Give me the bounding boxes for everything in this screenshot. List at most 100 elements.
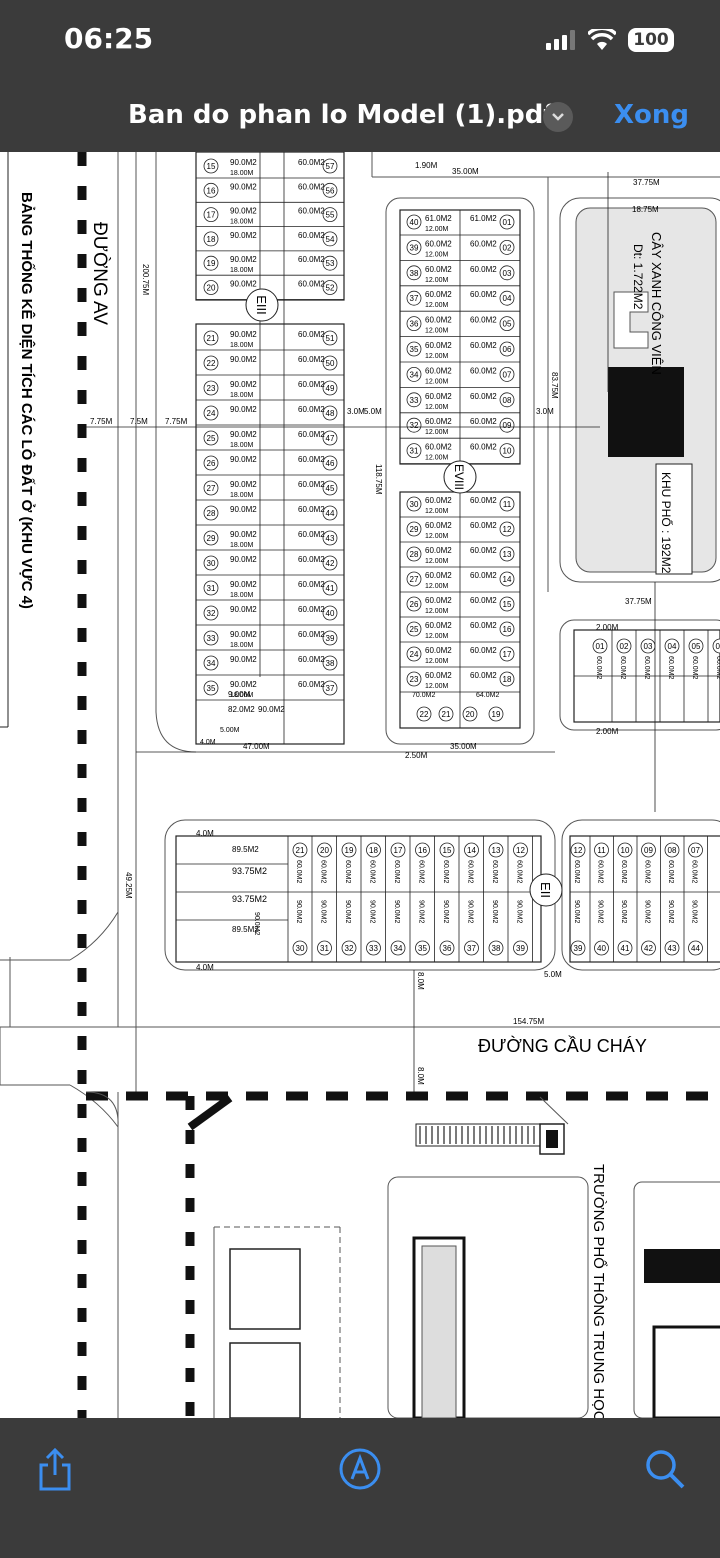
lot-area-eiii-right: 60.0M2 [298, 555, 325, 564]
lot-area-eviii-right: 60.0M2 [470, 671, 497, 680]
dim-775-right: 7.75M [165, 417, 188, 426]
school-label: TRƯỜNG PHỔ THÔNG TRUNG HỌC [590, 1164, 608, 1418]
lot-area-eii-right-bottom: 90.0M2 [644, 900, 651, 923]
dim-1875: 18.75M [632, 205, 659, 214]
lot-width-eviii: 12.00M [425, 353, 449, 360]
lot-area-right-block: 60.0M2 [667, 656, 674, 679]
dim-200-b: 2.00M [596, 727, 619, 736]
lot-number-eviii-left: 33 [410, 396, 419, 405]
lot-area-eii-bottom: 90.0M2 [467, 900, 474, 923]
lot-width-eviii: 12.00M [425, 378, 449, 385]
lot-number-right-block: 02 [620, 642, 629, 651]
dim-190: 1.90M [415, 161, 438, 170]
lot-number-right-block: 06 [716, 642, 720, 651]
lot-width-eviii: 12.00M [425, 455, 449, 462]
dim-3500-bottom: 35.00M [450, 742, 477, 751]
lot-number-eviii-left: 29 [410, 525, 419, 534]
lot-area-eii-top: 60.0M2 [320, 860, 327, 883]
lot-width-eviii: 12.00M [425, 633, 449, 640]
lot-area-eii-bottom: 90.0M2 [442, 900, 449, 923]
lot-number-eiii: 29 [207, 534, 216, 543]
lot-number-eiii-right: 50 [326, 359, 335, 368]
lot-number-eii-top: 13 [492, 846, 501, 855]
corner-area-3: 93.75M2 [232, 894, 267, 904]
lot-number-eviii-left: 37 [410, 294, 419, 303]
lot-area-eiii-right: 60.0M2 [298, 680, 325, 689]
lot-number-eviii-right: 15 [503, 600, 512, 609]
lot-number-eii-top: 16 [418, 846, 427, 855]
lot-number-eviii-left: 26 [410, 600, 419, 609]
status-time: 06:25 [64, 22, 154, 55]
lot-area-eiii-right: 60.0M2 [298, 207, 325, 216]
lot-number-eii-right-top: 08 [668, 846, 677, 855]
lot-area-eviii-bottom2: 64.0M2 [476, 692, 499, 699]
lot-number-eiii-right: 57 [326, 162, 335, 171]
lot-number-eiii-right: 44 [326, 509, 335, 518]
markup-button[interactable] [335, 1444, 385, 1494]
lot-area-eii-bottom: 90.0M2 [369, 900, 376, 923]
lot-area-eii-bottom: 90.0M2 [491, 900, 498, 923]
lot-area-eviii-left: 60.0M2 [425, 316, 452, 325]
lot-area-eviii-right: 60.0M2 [470, 239, 497, 248]
lot-area-eviii-left: 60.0M2 [425, 443, 452, 452]
lot-area-eviii-right: 60.0M2 [470, 496, 497, 505]
lot-area-eiii: 90.0M2 [230, 158, 257, 167]
lot-number-eiii: 28 [207, 509, 216, 518]
lot-area-eiii: 90.0M2 [230, 605, 257, 614]
road-av-label: ĐƯỜNG AV [89, 222, 111, 325]
lot-area-eiii: 90.0M2 [230, 430, 257, 439]
lot-number-eiii-right: 43 [326, 534, 335, 543]
lot-number-eiii-right: 49 [326, 384, 335, 393]
lot-number-eiii-right: 48 [326, 409, 335, 418]
lot-width-eviii: 12.00M [425, 683, 449, 690]
search-button[interactable] [640, 1444, 690, 1494]
done-button[interactable]: Xong [614, 100, 690, 130]
lot-number-right-block: 05 [692, 642, 701, 651]
block-label-eii: EII [538, 882, 553, 898]
lot-area-eii-right-bottom: 90.0M2 [597, 900, 604, 923]
dim-75: 7.5M [130, 417, 148, 426]
lot-area-eviii-right: 60.0M2 [470, 290, 497, 299]
lot-area-eiii-right: 60.0M2 [298, 605, 325, 614]
lot-number-eiii-right: 56 [326, 186, 335, 195]
lot-width-eviii: 12.00M [425, 429, 449, 436]
lot-area-eii-right-bottom: 90.0M2 [573, 900, 580, 923]
lot-area-eviii-left: 60.0M2 [425, 571, 452, 580]
lot-number-eii-right-top: 10 [621, 846, 630, 855]
lot-number-eii-bottom: 34 [394, 944, 403, 953]
title-menu-button[interactable] [543, 102, 573, 132]
document-title[interactable]: Ban do phan lo Model (1).pdf [128, 100, 555, 130]
share-button[interactable] [30, 1444, 80, 1494]
lot-number-eviii-left: 25 [410, 625, 419, 634]
lot-area-eii-top: 60.0M2 [467, 860, 474, 883]
lot-area-eiii-right: 60.0M2 [298, 655, 325, 664]
dim-3775-top: 37.75M [633, 178, 660, 187]
lot-area-eii-bottom: 90.0M2 [418, 900, 425, 923]
lot-area-eiii-right: 60.0M2 [298, 355, 325, 364]
lot-number-eiii-right: 40 [326, 609, 335, 618]
lot-number-eviii-right: 13 [503, 550, 512, 559]
lot-number-eiii-right: 51 [326, 334, 335, 343]
lot-number-eiii: 17 [207, 211, 216, 220]
block-eii: 2160.0M23090.0M22060.0M23190.0M21960.0M2… [164, 819, 720, 971]
lot-number-eiii-right: 37 [326, 684, 335, 693]
lot-area-eii-top: 60.0M2 [295, 860, 302, 883]
lot-number-eiii-right: 53 [326, 259, 335, 268]
lot-number-eii-top: 14 [467, 846, 476, 855]
lot-number-eiii: 27 [207, 484, 216, 493]
lot-number-eiii: 21 [207, 334, 216, 343]
lot-area-eii-right-top: 60.0M2 [573, 860, 580, 883]
lot-area-eviii-right: 60.0M2 [470, 316, 497, 325]
lot-area-eviii-bottom: 70.0M2 [412, 692, 435, 699]
lot-width-eviii: 12.00M [425, 658, 449, 665]
lot-area-eiii-right: 60.0M2 [298, 330, 325, 339]
lot-area-eii-right-top: 60.0M2 [667, 860, 674, 883]
lot-number-eiii: 19 [207, 259, 216, 268]
lot-number-eiii: 15 [207, 162, 216, 171]
right-block: 0160.0M20260.0M20360.0M20460.0M20560.0M2… [559, 619, 720, 731]
lot-area-eii-bottom: 90.0M2 [393, 900, 400, 923]
dim-50-b: 5.0M [544, 970, 562, 979]
lot-number-eviii-right: 06 [503, 345, 512, 354]
